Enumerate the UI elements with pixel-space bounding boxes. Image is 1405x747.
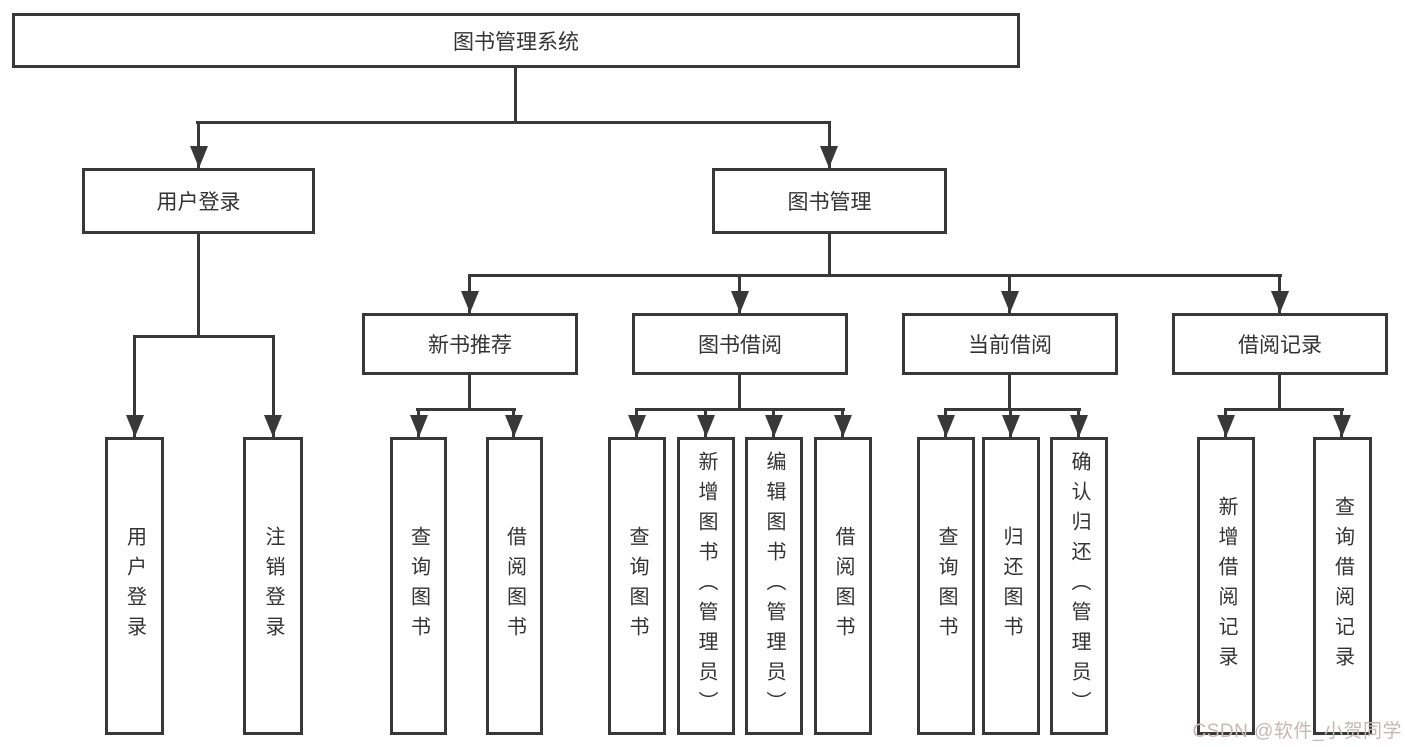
node-library-system-label: 图书管理系统 — [453, 30, 579, 54]
connector-user-login-stem — [197, 234, 200, 335]
node-current-borrow: 当前借阅 — [902, 313, 1118, 375]
arrowhead-down-icon — [1217, 415, 1235, 437]
leaf-query-borrow-record-label: 查询借阅记录 — [1331, 496, 1354, 676]
connector-level2-rail — [196, 121, 831, 124]
connector-book-management-stem — [828, 234, 831, 274]
node-borrow-record: 借阅记录 — [1172, 313, 1388, 375]
leaf-add-borrow-record: 新增借阅记录 — [1197, 437, 1255, 735]
arrowhead-down-icon — [505, 415, 523, 437]
leaf-confirm-return-admin: 确认归还（管理员） — [1050, 437, 1108, 735]
connector-book-borrow-rail — [635, 408, 845, 411]
leaf-borrow-books-label: 借阅图书 — [503, 526, 526, 646]
arrowhead-down-icon — [190, 146, 208, 168]
leaf-add-books-admin: 新增图书（管理员） — [677, 437, 735, 735]
arrowhead-down-icon — [765, 415, 783, 437]
leaf-query-books: 查询图书 — [390, 437, 447, 735]
node-book-management: 图书管理 — [712, 168, 947, 234]
leaf-return-books-label: 归还图书 — [1000, 526, 1022, 646]
leaf-edit-books-admin: 编辑图书（管理员） — [745, 437, 803, 735]
leaf-user-login-label: 用户登录 — [123, 526, 146, 646]
leaf-logout-label: 注销登录 — [262, 526, 284, 646]
arrowhead-down-icon — [628, 415, 646, 437]
connector-current-borrow-rail — [944, 408, 1081, 411]
leaf-query-books-label: 查询图书 — [626, 526, 648, 646]
arrowhead-down-icon — [126, 415, 144, 437]
connector-root-stem — [514, 68, 517, 121]
leaf-confirm-return-admin-label: 确认归还（管理员） — [1068, 451, 1090, 721]
connector-user-login-rail — [133, 335, 275, 338]
connector-borrow-record-stem — [1278, 375, 1281, 408]
arrowhead-down-icon — [731, 291, 749, 313]
leaf-edit-books-admin-label: 编辑图书（管理员） — [763, 451, 785, 721]
connector-drop-leaf-logout — [272, 335, 275, 437]
arrowhead-down-icon — [834, 415, 852, 437]
leaf-add-books-admin-label: 新增图书（管理员） — [695, 451, 717, 721]
connector-new-book-rail — [416, 408, 516, 411]
csdn-watermark: CSDN @软件_小贺同学 — [1192, 721, 1402, 742]
arrowhead-down-icon — [461, 291, 479, 313]
node-user-login: 用户登录 — [82, 168, 315, 234]
leaf-user-login: 用户登录 — [105, 437, 164, 735]
leaf-add-borrow-record-label: 新增借阅记录 — [1215, 496, 1237, 676]
leaf-borrow-books-label: 借阅图书 — [832, 526, 854, 646]
leaf-return-books: 归还图书 — [982, 437, 1040, 735]
leaf-query-books: 查询图书 — [608, 437, 666, 735]
leaf-query-borrow-record: 查询借阅记录 — [1313, 437, 1372, 735]
node-current-borrow-label: 当前借阅 — [968, 334, 1052, 357]
node-borrow-record-label: 借阅记录 — [1238, 334, 1322, 357]
leaf-logout: 注销登录 — [243, 437, 303, 735]
connector-drop-leaf-user-login — [133, 335, 136, 437]
node-new-book-recommend-label: 新书推荐 — [428, 334, 512, 357]
node-user-login-label: 用户登录 — [156, 191, 241, 214]
connector-current-borrow-stem — [1008, 375, 1011, 408]
connector-drop-user-login — [197, 121, 200, 168]
arrowhead-down-icon — [264, 415, 282, 437]
arrowhead-down-icon — [1333, 415, 1351, 437]
arrowhead-down-icon — [937, 415, 955, 437]
arrowhead-down-icon — [820, 146, 838, 168]
arrowhead-down-icon — [1070, 415, 1088, 437]
node-book-management-label: 图书管理 — [787, 191, 872, 214]
node-book-borrow-label: 图书借阅 — [698, 334, 782, 357]
leaf-query-books: 查询图书 — [917, 437, 975, 735]
arrowhead-down-icon — [410, 415, 428, 437]
connector-sections-rail — [468, 274, 1282, 277]
node-new-book-recommend: 新书推荐 — [362, 313, 578, 375]
arrowhead-down-icon — [1002, 415, 1020, 437]
leaf-borrow-books: 借阅图书 — [486, 437, 543, 735]
leaf-query-books-label: 查询图书 — [935, 526, 957, 646]
leaf-query-books-label: 查询图书 — [407, 526, 430, 646]
arrowhead-down-icon — [1001, 291, 1019, 313]
node-book-borrow: 图书借阅 — [632, 313, 848, 375]
connector-borrow-record-rail — [1224, 408, 1344, 411]
connector-drop-book-management — [828, 121, 831, 168]
connector-new-book-stem — [468, 375, 471, 408]
arrowhead-down-icon — [1271, 291, 1289, 313]
leaf-borrow-books: 借阅图书 — [814, 437, 872, 735]
connector-book-borrow-stem — [738, 375, 741, 408]
node-library-system: 图书管理系统 — [12, 13, 1020, 68]
arrowhead-down-icon — [697, 415, 715, 437]
